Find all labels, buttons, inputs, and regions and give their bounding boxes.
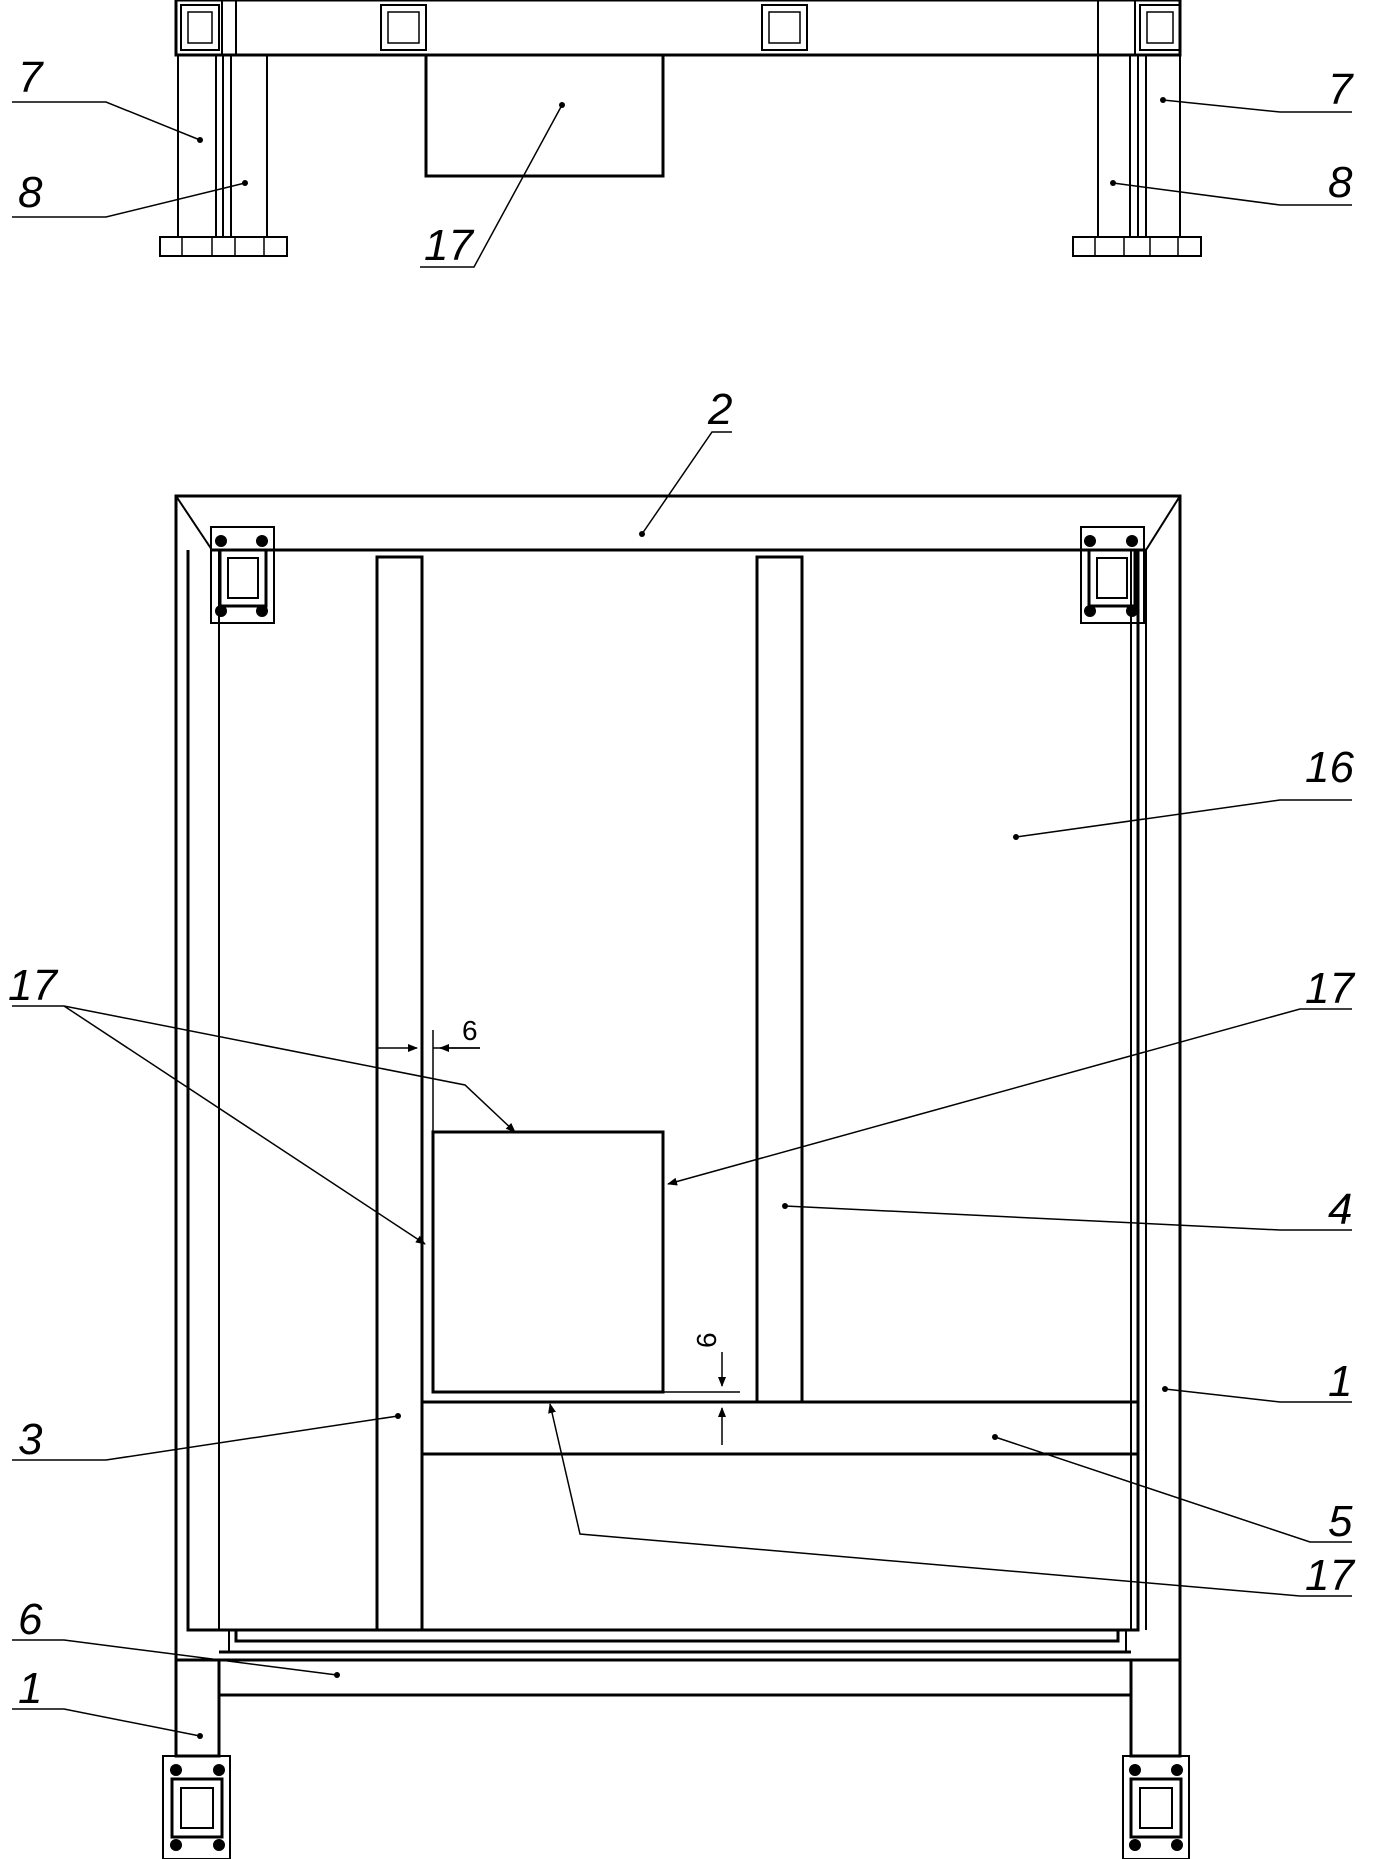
corner-bracket-top-right (1080, 526, 1145, 624)
label-3: 3 (18, 1415, 43, 1464)
foot-bracket-left (162, 1755, 231, 1859)
member-6 (212, 1628, 1138, 1643)
label-17-left: 17 (8, 961, 58, 1010)
label-17-bottom: 17 (1305, 1551, 1355, 1600)
top-beam-blocks (180, 0, 1181, 55)
label-7-left: 7 (18, 53, 44, 102)
box-17 (431, 1130, 665, 1394)
label-17-top: 17 (424, 221, 474, 270)
right-legs-top-view (1072, 54, 1202, 257)
label-1-right: 1 (1328, 1357, 1352, 1406)
label-1-left: 1 (18, 1664, 42, 1713)
dimension-vertical-label: 6 (691, 1332, 722, 1348)
label-4: 4 (1328, 1185, 1352, 1234)
corner-bracket-top-left (210, 526, 275, 624)
panel-16 (186, 550, 1140, 1632)
top-beam (174, 0, 1182, 57)
label-17-right: 17 (1305, 964, 1355, 1013)
top-view-box (424, 53, 665, 178)
member-4 (755, 555, 804, 1404)
dimension-horizontal-label: 6 (462, 1015, 478, 1046)
label-2: 2 (707, 385, 732, 434)
outer-frame (174, 494, 1182, 1662)
label-16: 16 (1305, 743, 1354, 792)
front-view-leaders (12, 431, 1352, 1739)
label-8-right: 8 (1328, 158, 1353, 207)
leg-left (174, 1658, 221, 1758)
member-5 (420, 1400, 1140, 1456)
label-7-right: 7 (1328, 65, 1354, 114)
left-legs-top-view (159, 54, 288, 257)
member-3 (375, 555, 424, 1632)
top-view-leaders (12, 97, 1352, 268)
label-8-left: 8 (18, 168, 43, 217)
label-5: 5 (1328, 1497, 1353, 1546)
top-view: 7 8 17 7 8 (12, 0, 1354, 270)
leg-right (1129, 1658, 1182, 1758)
label-6: 6 (18, 1595, 43, 1644)
foot-bracket-right (1122, 1755, 1190, 1859)
front-view: 6 6 (8, 385, 1355, 1859)
